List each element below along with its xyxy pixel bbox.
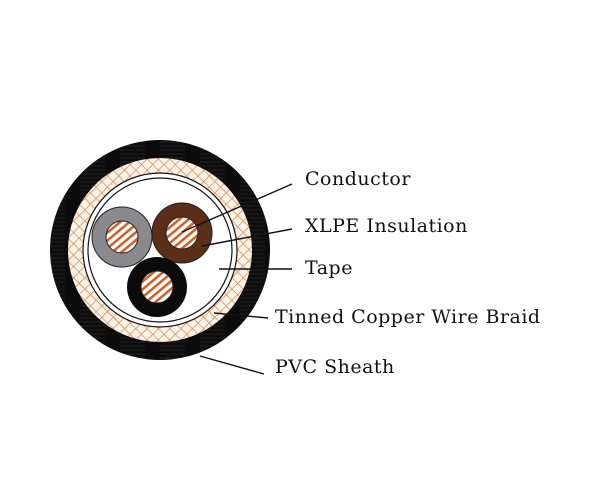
core-black: [127, 257, 187, 317]
core-brown: [151, 202, 213, 264]
label-conductor: Conductor: [305, 168, 411, 190]
core-gray: [91, 206, 153, 268]
leader-conductor: [181, 183, 293, 233]
label-sheath: PVC Sheath: [275, 356, 395, 378]
leader-braid: [213, 312, 269, 319]
leader-sheath: [199, 355, 265, 375]
label-braid: Tinned Copper Wire Braid: [275, 306, 541, 328]
label-insulation: XLPE Insulation: [305, 215, 468, 237]
label-tape: Tape: [305, 257, 353, 279]
leader-insulation: [201, 228, 293, 247]
leader-lines: [181, 183, 293, 375]
